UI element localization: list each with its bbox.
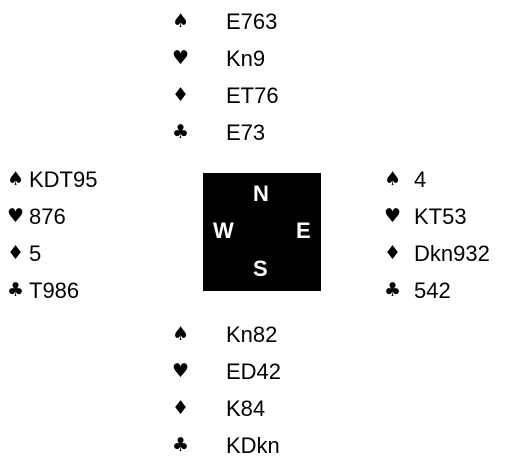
spade-icon: ♠ bbox=[172, 10, 190, 32]
west-spades-row: ♠ KDT95 bbox=[7, 161, 172, 198]
east-hearts-row: ♥ KT53 bbox=[384, 198, 526, 235]
east-clubs-row: ♣ 542 bbox=[384, 272, 526, 309]
diamond-icon: ♦ bbox=[7, 242, 25, 264]
spade-icon: ♠ bbox=[172, 323, 190, 345]
south-hand: ♠ Kn82 ♥ ED42 ♦ K84 ♣ KDkn bbox=[172, 316, 372, 464]
heart-icon: ♥ bbox=[172, 47, 190, 69]
club-icon: ♣ bbox=[172, 434, 190, 456]
compass-box: N W E S bbox=[203, 173, 321, 291]
south-spades-row: ♠ Kn82 bbox=[172, 316, 372, 353]
south-clubs-row: ♣ KDkn bbox=[172, 427, 372, 464]
north-spades-cards: E763 bbox=[226, 9, 278, 34]
north-hearts-cards: Kn9 bbox=[226, 46, 266, 71]
heart-icon: ♥ bbox=[384, 205, 402, 227]
west-diamonds-cards: 5 bbox=[29, 241, 42, 266]
club-icon: ♣ bbox=[7, 279, 25, 301]
west-clubs-cards: T986 bbox=[29, 278, 80, 303]
north-hearts-row: ♥ Kn9 bbox=[172, 40, 372, 77]
south-clubs-cards: KDkn bbox=[226, 433, 280, 458]
south-spades-cards: Kn82 bbox=[226, 322, 278, 347]
west-spades-cards: KDT95 bbox=[29, 167, 98, 192]
south-hearts-cards: ED42 bbox=[226, 359, 282, 384]
east-spades-row: ♠ 4 bbox=[384, 161, 526, 198]
east-spades-cards: 4 bbox=[414, 167, 427, 192]
west-diamonds-row: ♦ 5 bbox=[7, 235, 172, 272]
south-hearts-row: ♥ ED42 bbox=[172, 353, 372, 390]
west-hearts-row: ♥ 876 bbox=[7, 198, 172, 235]
east-diamonds-row: ♦ Dkn932 bbox=[384, 235, 526, 272]
spade-icon: ♠ bbox=[7, 168, 25, 190]
heart-icon: ♥ bbox=[7, 205, 25, 227]
compass-north-label: N bbox=[253, 181, 269, 206]
north-spades-row: ♠ E763 bbox=[172, 3, 372, 40]
north-diamonds-cards: ET76 bbox=[226, 83, 279, 108]
east-hand: ♠ 4 ♥ KT53 ♦ Dkn932 ♣ 542 bbox=[384, 161, 526, 309]
heart-icon: ♥ bbox=[172, 360, 190, 382]
club-icon: ♣ bbox=[172, 121, 190, 143]
diamond-icon: ♦ bbox=[384, 242, 402, 264]
south-diamonds-cards: K84 bbox=[226, 396, 266, 421]
compass-east-label: E bbox=[296, 218, 311, 243]
east-clubs-cards: 542 bbox=[414, 278, 451, 303]
club-icon: ♣ bbox=[384, 279, 402, 301]
north-hand: ♠ E763 ♥ Kn9 ♦ ET76 ♣ E73 bbox=[172, 3, 372, 151]
east-diamonds-cards: Dkn932 bbox=[414, 241, 490, 266]
compass-west-label: W bbox=[213, 218, 234, 243]
diamond-icon: ♦ bbox=[172, 84, 190, 106]
west-hearts-cards: 876 bbox=[29, 204, 66, 229]
diamond-icon: ♦ bbox=[172, 397, 190, 419]
west-hand: ♠ KDT95 ♥ 876 ♦ 5 ♣ T986 bbox=[7, 161, 172, 309]
north-diamonds-row: ♦ ET76 bbox=[172, 77, 372, 114]
compass-south-label: S bbox=[253, 256, 268, 281]
spade-icon: ♠ bbox=[384, 168, 402, 190]
north-clubs-cards: E73 bbox=[226, 120, 266, 145]
north-clubs-row: ♣ E73 bbox=[172, 114, 372, 151]
south-diamonds-row: ♦ K84 bbox=[172, 390, 372, 427]
east-hearts-cards: KT53 bbox=[414, 204, 467, 229]
west-clubs-row: ♣ T986 bbox=[7, 272, 172, 309]
